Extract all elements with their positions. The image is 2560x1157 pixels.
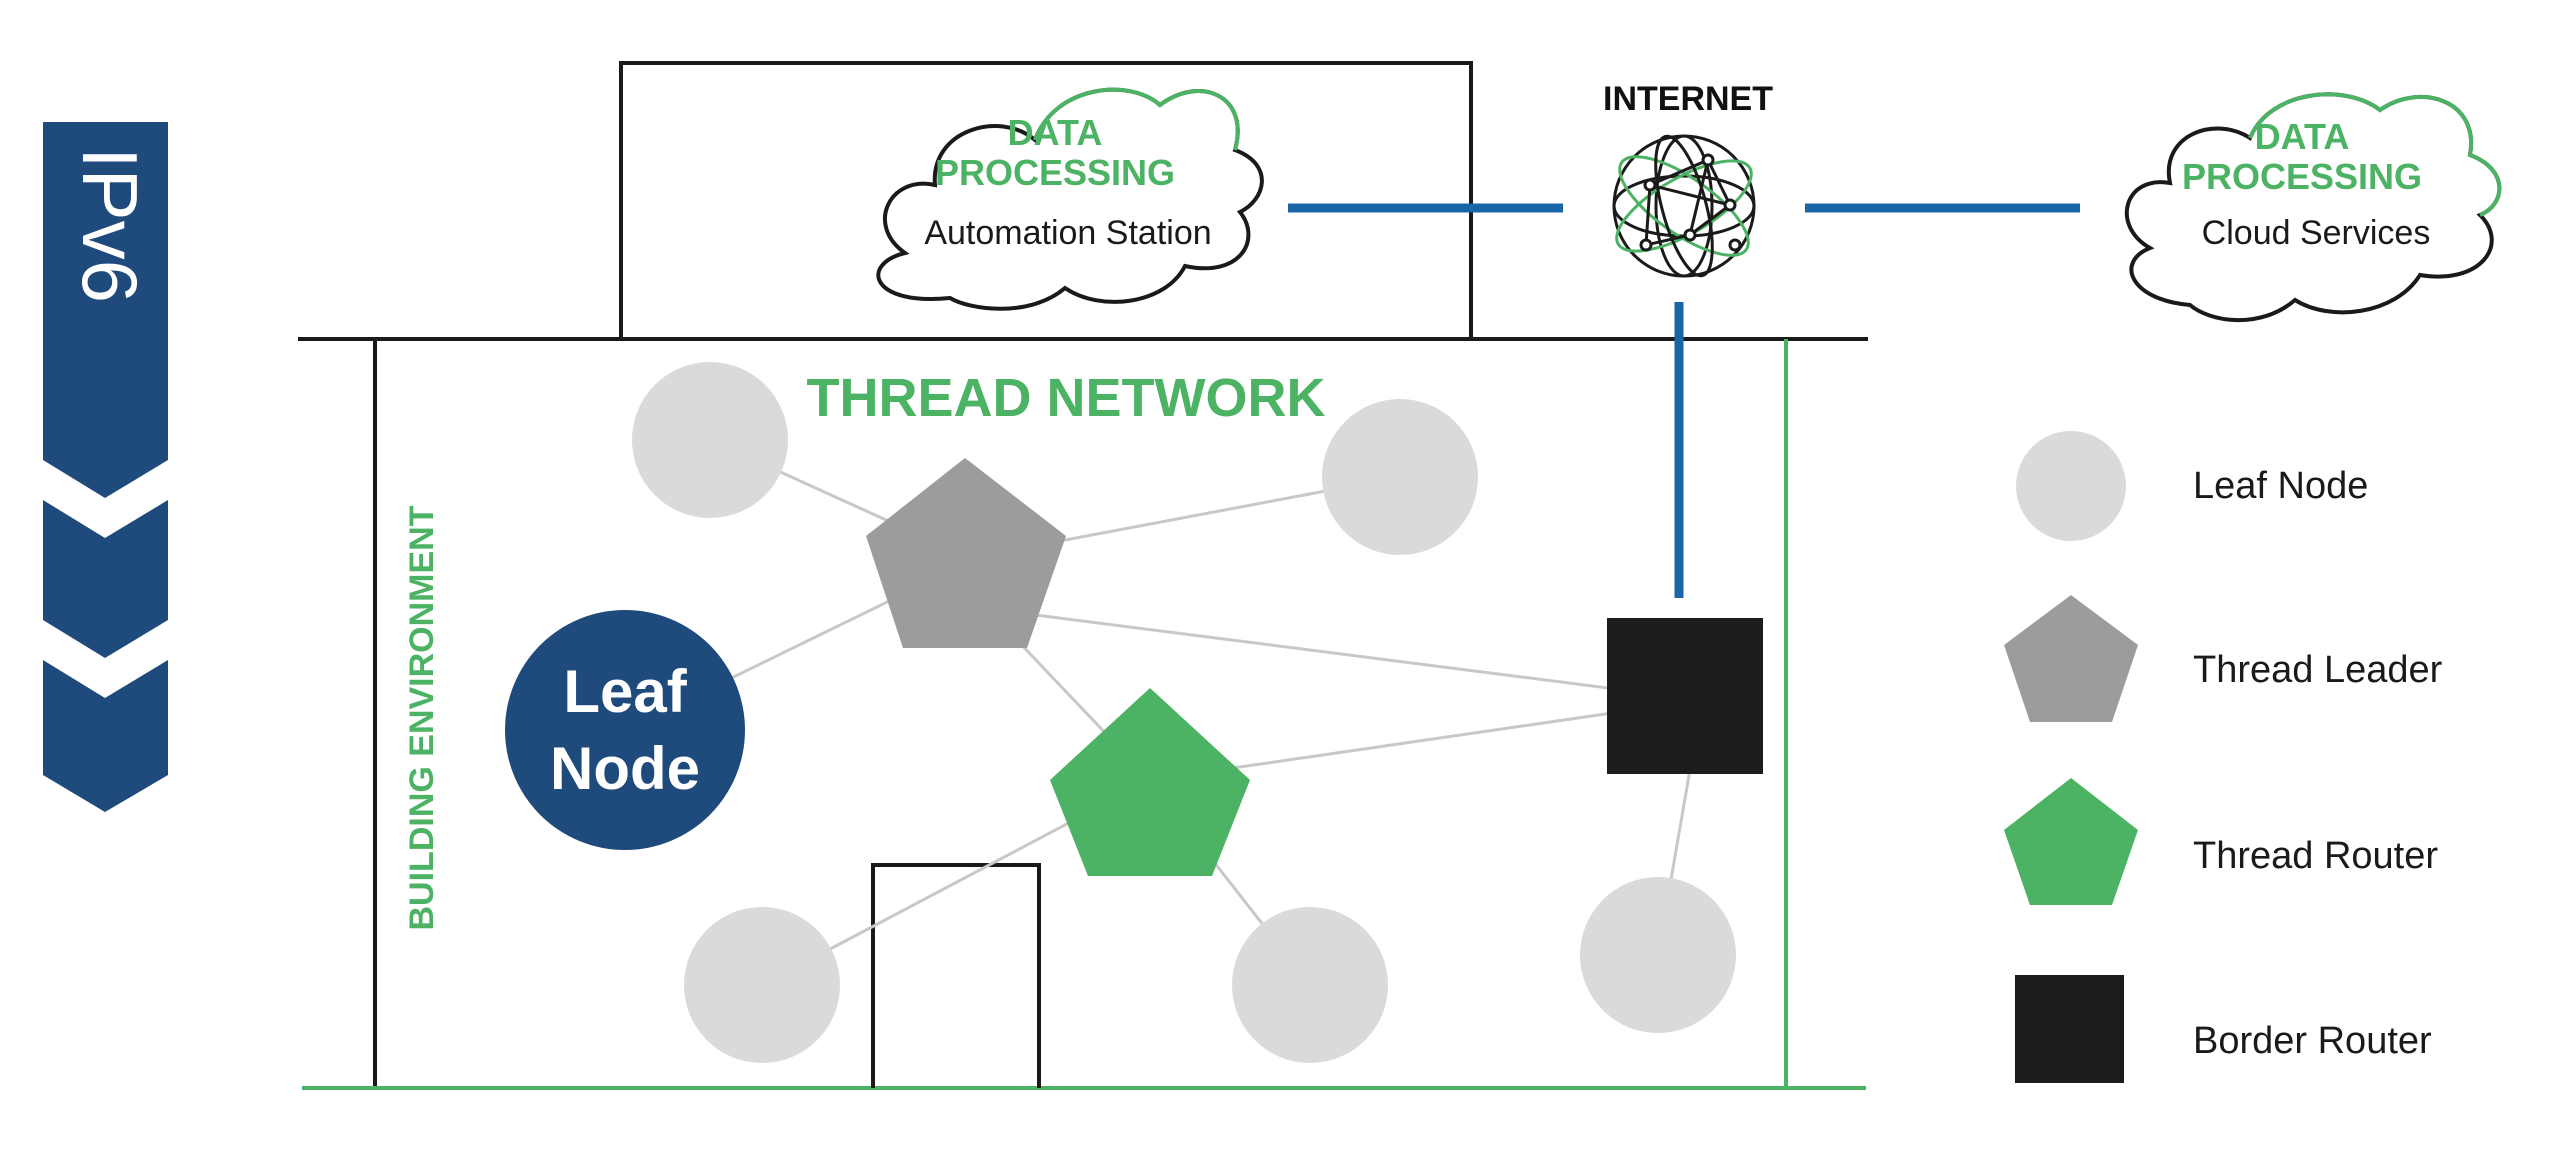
legend-thread-leader-icon bbox=[2004, 595, 2138, 722]
leaf-node bbox=[632, 362, 788, 518]
ipv6-chevron-middle bbox=[43, 500, 168, 658]
cloud-local-title-line1: DATA bbox=[1008, 112, 1103, 153]
leaf-node bbox=[1322, 399, 1478, 555]
legend-label: Thread Leader bbox=[2193, 649, 2443, 691]
ipv6-banner: IPv6 bbox=[43, 122, 168, 812]
cloud-remote-title-line2: PROCESSING bbox=[2182, 156, 2422, 197]
cloud-local-title-line2: PROCESSING bbox=[935, 152, 1175, 193]
thread-router bbox=[1050, 688, 1250, 876]
ipv6-chevron-bottom bbox=[43, 660, 168, 812]
ipv6-label: IPv6 bbox=[66, 147, 154, 303]
cloud-remote-subtitle: Cloud Services bbox=[2202, 214, 2431, 252]
internet-node: INTERNET bbox=[1603, 80, 1773, 278]
legend-leaf-node-icon bbox=[2016, 431, 2126, 541]
cloud-remote-title-line1: DATA bbox=[2255, 116, 2350, 157]
mesh-edge bbox=[1011, 610, 1703, 702]
border-router bbox=[1607, 618, 1763, 774]
leaf-node bbox=[1232, 907, 1388, 1063]
cloud-accent bbox=[2248, 92, 2502, 217]
legend: Leaf Node Thread Leader Thread Router Bo… bbox=[2004, 431, 2443, 1083]
legend-thread-router-icon bbox=[2004, 778, 2138, 905]
ip-links bbox=[1288, 203, 2080, 598]
thread-network-title: THREAD NETWORK bbox=[807, 368, 1326, 428]
globe-icon bbox=[1612, 134, 1756, 278]
cloud-accent bbox=[1033, 87, 1240, 151]
featured-leaf-node: Leaf Node bbox=[505, 610, 745, 850]
featured-leaf-circle bbox=[505, 610, 745, 850]
featured-leaf-line2: Node bbox=[550, 735, 700, 802]
legend-label: Leaf Node bbox=[2193, 465, 2368, 507]
legend-label: Thread Router bbox=[2193, 835, 2438, 877]
building-outline bbox=[298, 61, 1868, 1090]
ipv6-chevron-top bbox=[43, 122, 168, 498]
legend-border-router-icon bbox=[2015, 975, 2124, 1083]
featured-leaf-line1: Leaf bbox=[563, 658, 687, 725]
legend-label: Border Router bbox=[2193, 1020, 2432, 1062]
cloud-local-subtitle: Automation Station bbox=[924, 214, 1211, 252]
leaf-nodes bbox=[632, 362, 1736, 1063]
building-door bbox=[871, 863, 1041, 1088]
automation-station-cloud: DATA PROCESSING Automation Station bbox=[876, 87, 1264, 311]
thread-leader bbox=[866, 458, 1066, 648]
cloud-services-cloud: DATA PROCESSING Cloud Services bbox=[2124, 92, 2502, 323]
leaf-node bbox=[1580, 877, 1736, 1033]
internet-label: INTERNET bbox=[1603, 80, 1773, 118]
leaf-node bbox=[684, 907, 840, 1063]
building-environment-label: BUILDING ENVIRONMENT bbox=[403, 505, 441, 930]
